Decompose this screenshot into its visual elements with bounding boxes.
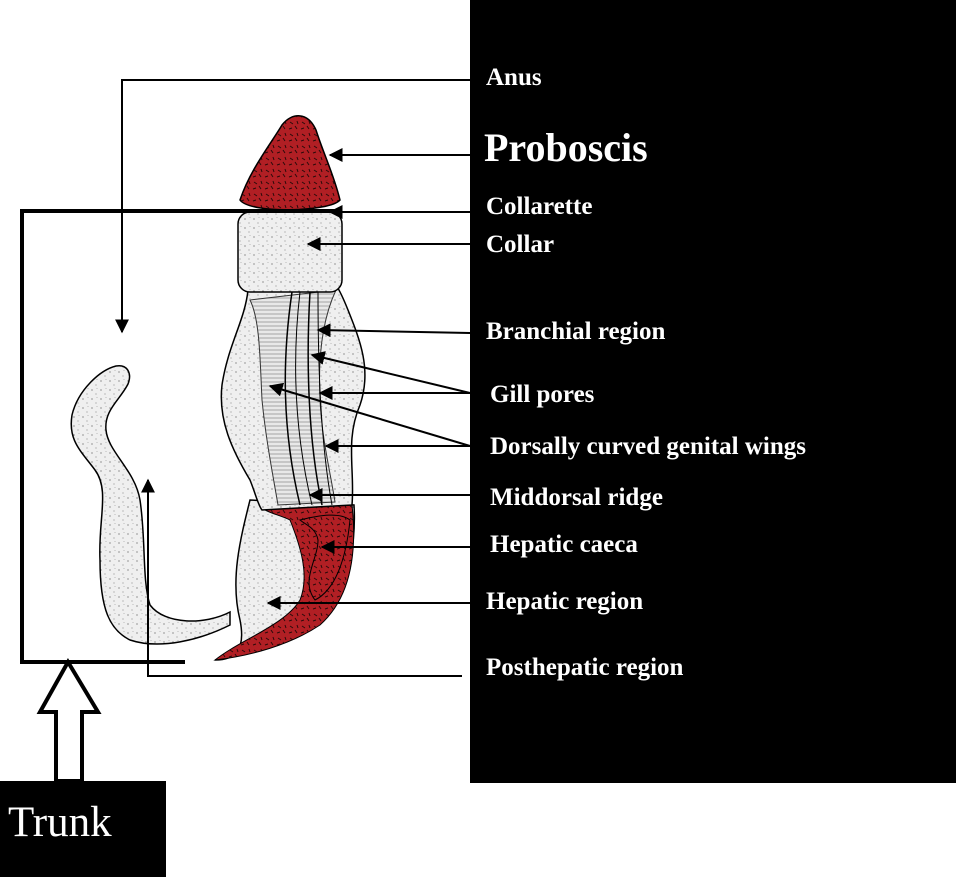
label-posthepatic-region: Posthepatic region <box>486 654 684 681</box>
collar-shape <box>237 211 343 293</box>
label-middorsal-ridge: Middorsal ridge <box>490 484 663 511</box>
label-panel <box>470 0 956 783</box>
proboscis-shape <box>239 115 341 211</box>
posthepatic-tail <box>70 365 231 645</box>
label-branchial-region: Branchial region <box>486 318 666 345</box>
trunk-arrow <box>36 658 102 783</box>
label-collar: Collar <box>486 231 555 258</box>
label-trunk: Trunk <box>8 799 112 846</box>
trunk-label-box <box>0 781 166 877</box>
label-proboscis: Proboscis <box>484 125 648 170</box>
hepatic-caeca-red <box>298 514 351 601</box>
label-genital-wings: Dorsally curved genital wings <box>490 433 806 460</box>
label-collarette: Collarette <box>486 193 593 220</box>
label-hepatic-caeca: Hepatic caeca <box>490 531 638 558</box>
label-hepatic-region: Hepatic region <box>486 588 644 615</box>
label-anus: Anus <box>486 64 542 91</box>
label-gill-pores: Gill pores <box>490 381 595 408</box>
